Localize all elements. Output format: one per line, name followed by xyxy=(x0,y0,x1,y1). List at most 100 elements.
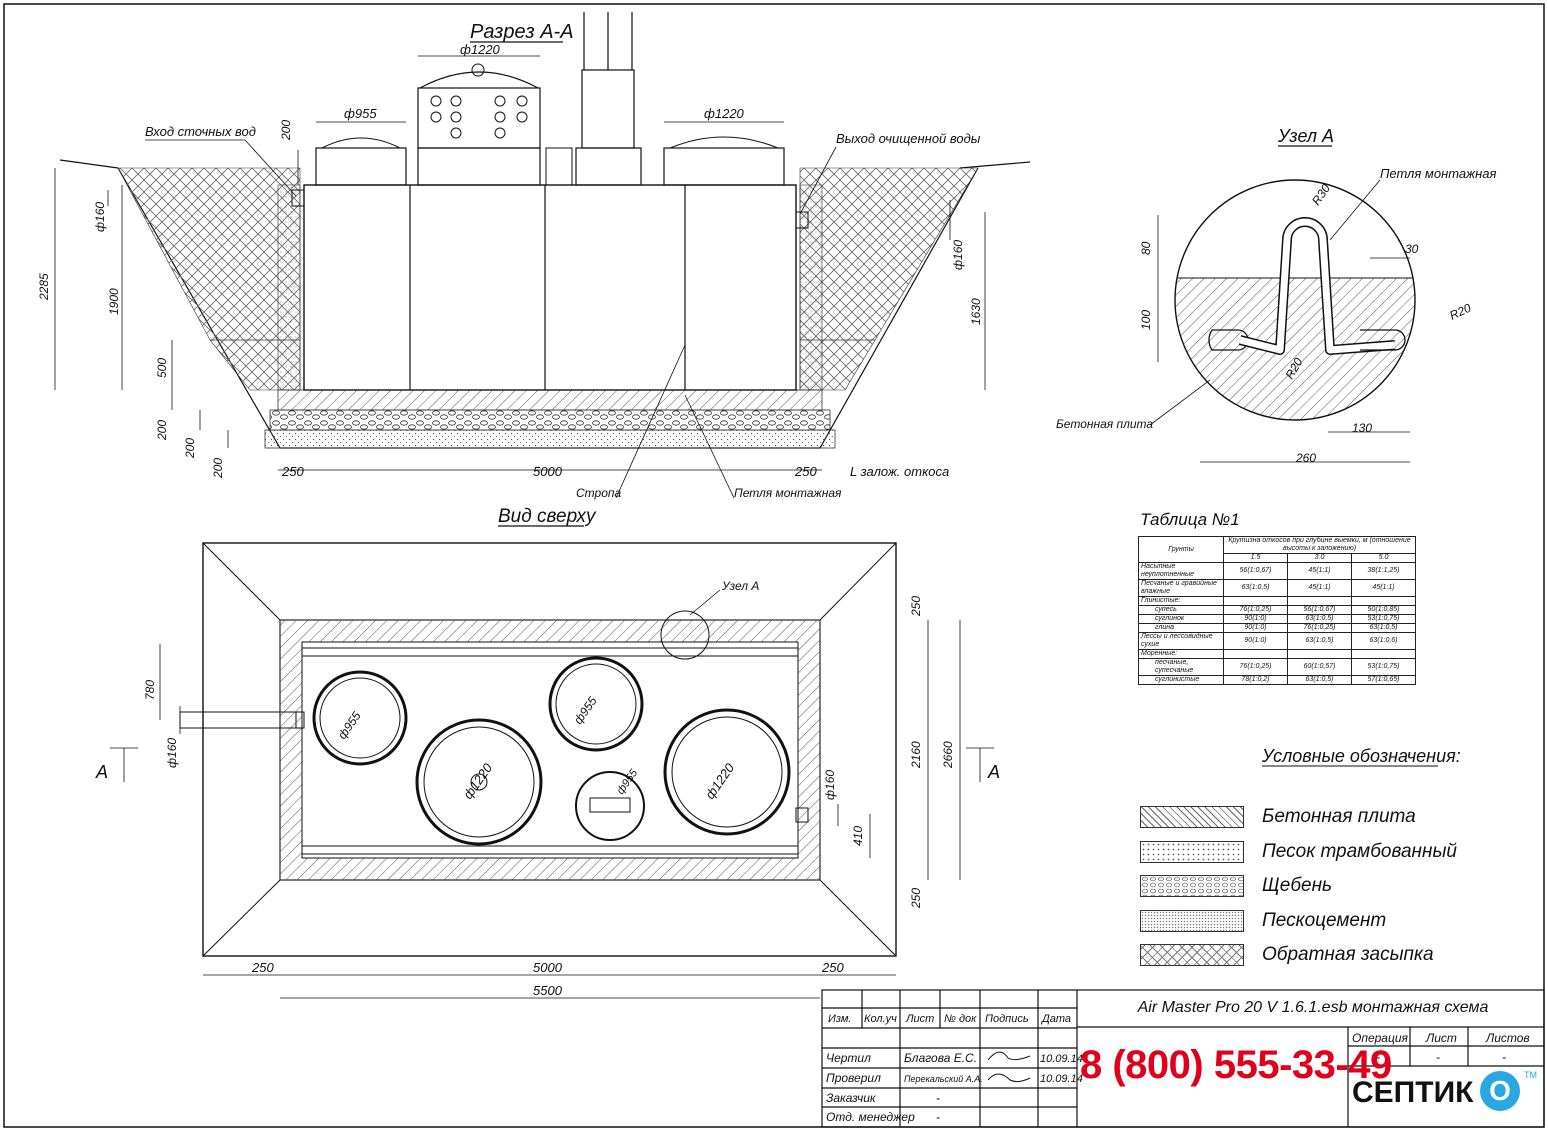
plan-dim-d955-1: ф955 xyxy=(335,709,364,742)
node-title: Узел А xyxy=(1277,126,1334,146)
legend-swatch-gravel xyxy=(1140,875,1244,898)
signature-2 xyxy=(987,1073,1031,1083)
plan-dim-780: 780 xyxy=(143,680,157,700)
logo-o-icon: О xyxy=(1480,1071,1520,1111)
dim-200-neck: 200 xyxy=(279,120,293,141)
tb-name-4: - xyxy=(936,1110,940,1124)
legend-label: Песок трамбованный xyxy=(1262,840,1457,862)
legend-item: Песок трамбованный xyxy=(1140,835,1457,870)
plan-dim-5500: 5500 xyxy=(533,983,563,998)
plan-dim-410: 410 xyxy=(851,826,865,846)
legend-item: Щебень xyxy=(1140,869,1440,904)
dim-500: 500 xyxy=(155,358,169,378)
tb-role-4: Отд. менеджер xyxy=(826,1110,915,1124)
node-dim-80: 80 xyxy=(1139,241,1153,255)
tb-col-operation: Операция xyxy=(1352,1031,1408,1045)
plan-dim-d1220-1: ф1220 xyxy=(460,760,496,802)
table-col-soil: Грунты xyxy=(1138,536,1224,563)
legend-swatch-backfill xyxy=(1140,944,1244,967)
legend-label: Бетонная плита xyxy=(1262,806,1416,828)
logo-tm: TM xyxy=(1524,1070,1537,1080)
tb-val-sheets: - xyxy=(1502,1050,1506,1064)
document-title: Air Master Pro 20 V 1.6.1.esb монтажная … xyxy=(1137,999,1489,1016)
section-title: Разрез А-А xyxy=(470,21,574,43)
tb-h-date: Дата xyxy=(1040,1013,1071,1025)
table-col-slope: Крутизна откосов при глубине выемки, м (… xyxy=(1223,536,1416,554)
dim-d160-inlet: ф160 xyxy=(93,202,107,232)
node-dim-100: 100 xyxy=(1139,310,1153,330)
company-logo: СЕПТИК xyxy=(1352,1076,1474,1109)
label-slope: L залож. откоса xyxy=(850,464,949,479)
title-block xyxy=(821,989,1545,1128)
tb-h-kol: Кол.уч xyxy=(864,1013,897,1025)
tb-col-sheet: Лист xyxy=(1425,1031,1457,1045)
tb-name-2: Перекальский А.А. xyxy=(904,1074,983,1084)
legend-label: Обратная засыпка xyxy=(1262,944,1434,966)
label-inlet: Вход сточных вод xyxy=(145,124,256,139)
section-mark-right: А xyxy=(987,762,1000,782)
legend-swatch-concrete xyxy=(1140,806,1244,829)
node-r20-right: R20 xyxy=(1447,301,1473,323)
node-slab-label: Бетонная плита xyxy=(1056,417,1153,431)
node-dim-260: 260 xyxy=(1295,451,1316,465)
plan-dim-5000: 5000 xyxy=(533,960,563,975)
plan-view: Вид сверху xyxy=(95,506,1000,999)
dim-d1220-aero: ф1220 xyxy=(460,42,501,57)
dim-200-gravel: 200 xyxy=(183,438,197,459)
tb-h-list: Лист xyxy=(905,1013,934,1025)
node-dim-30: 30 xyxy=(1405,242,1419,256)
tb-name-1: Благова Е.С. xyxy=(904,1051,977,1065)
plan-dim-250-right: 250 xyxy=(821,960,844,975)
legend-swatch-sandcement xyxy=(1140,909,1244,932)
signature-1 xyxy=(987,1051,1031,1061)
dim-200-sand: 200 xyxy=(211,458,225,479)
tb-h-sign: Подпись xyxy=(985,1013,1029,1025)
dim-250-right: 250 xyxy=(794,464,817,479)
legend-item: Обратная засыпка xyxy=(1140,938,1440,973)
plan-dim-d955-2: ф955 xyxy=(571,694,600,727)
table-row: Глинистые: xyxy=(1138,596,1416,606)
node-detail: Узел А 80 100 R30 Петля монтажная 30 R20… xyxy=(1056,126,1496,465)
label-outlet: Выход очищенной воды xyxy=(836,131,981,146)
table-title: Таблица №1 xyxy=(1140,510,1240,529)
label-loop-section: Петля монтажная xyxy=(734,486,842,500)
plan-dim-d160-right: ф160 xyxy=(823,770,837,800)
plan-node-ref: Узел А xyxy=(721,579,759,593)
tb-col-sheets: Листов xyxy=(1485,1031,1530,1045)
legend: Бетонная плита Песок трамбованный Щебень… xyxy=(1140,800,1457,973)
soil-slope-table: Грунты Крутизна откосов при глубине выем… xyxy=(1138,536,1416,685)
plan-dim-250-top: 250 xyxy=(909,596,923,617)
dim-200-slab: 200 xyxy=(155,420,169,441)
plan-dim-250-left: 250 xyxy=(251,960,274,975)
tb-name-3: - xyxy=(936,1091,940,1105)
legend-swatch-sand xyxy=(1140,840,1244,863)
table-depth-3: 5.0 xyxy=(1351,553,1416,563)
dim-1630: 1630 xyxy=(969,298,983,325)
plan-dim-2660: 2660 xyxy=(941,741,955,769)
tb-role-3: Заказчик xyxy=(826,1091,877,1105)
table-depth-2: 3.0 xyxy=(1287,553,1352,563)
dim-2285: 2285 xyxy=(37,273,51,301)
node-dim-130: 130 xyxy=(1352,421,1372,435)
label-sling: Стропа xyxy=(576,486,621,500)
legend-item: Бетонная плита xyxy=(1140,800,1440,835)
dim-1900: 1900 xyxy=(107,288,121,315)
dim-d1220-outlet: ф1220 xyxy=(704,106,745,121)
tb-val-sheet: - xyxy=(1436,1050,1440,1064)
dim-250-left: 250 xyxy=(281,464,304,479)
section-mark-left: А xyxy=(95,762,108,782)
phone-number[interactable]: 8 (800) 555-33-49 xyxy=(1080,1043,1392,1087)
tb-h-doc: № док xyxy=(944,1013,977,1025)
plan-dim-d955-3: ф955 xyxy=(615,767,641,797)
dim-5000-section: 5000 xyxy=(533,464,563,479)
plan-dim-d160-left: ф160 xyxy=(165,738,179,768)
tb-date-1: 10.09.14 xyxy=(1040,1053,1083,1065)
